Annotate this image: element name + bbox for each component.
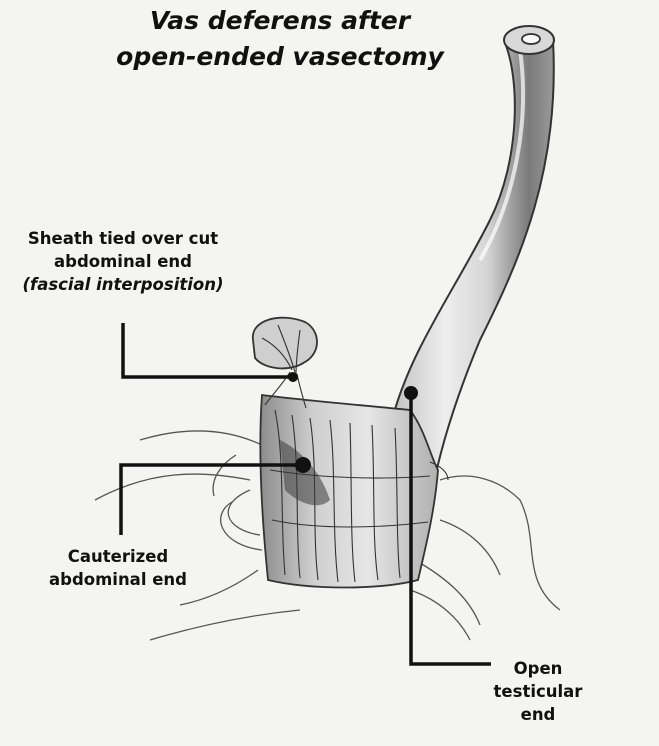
cauterized-label: Cauterized abdominal end	[48, 545, 188, 591]
cauterized-pointer-dot	[295, 457, 311, 473]
diagram-title-line-2: open-ended vasectomy	[0, 42, 560, 71]
sheath-label-line-2: abdominal end	[10, 250, 236, 273]
open-end-label-line-2: testicular	[483, 680, 593, 703]
sheath-label-line-3: (fascial interposition)	[10, 273, 236, 296]
sheath-pointer-dot	[288, 372, 298, 382]
sheath-label-line-1: Sheath tied over cut	[10, 227, 236, 250]
open-end-label: Open testicular end	[483, 657, 593, 726]
open-end-pointer-dot	[404, 386, 418, 400]
diagram-title-line-1: Vas deferens after	[0, 6, 560, 35]
open-end-label-line-3: end	[483, 703, 593, 726]
sheath-label: Sheath tied over cut abdominal end (fasc…	[10, 227, 236, 296]
cauterized-label-line-2: abdominal end	[48, 568, 188, 591]
open-end-label-line-1: Open	[483, 657, 593, 680]
cauterized-label-line-1: Cauterized	[48, 545, 188, 568]
